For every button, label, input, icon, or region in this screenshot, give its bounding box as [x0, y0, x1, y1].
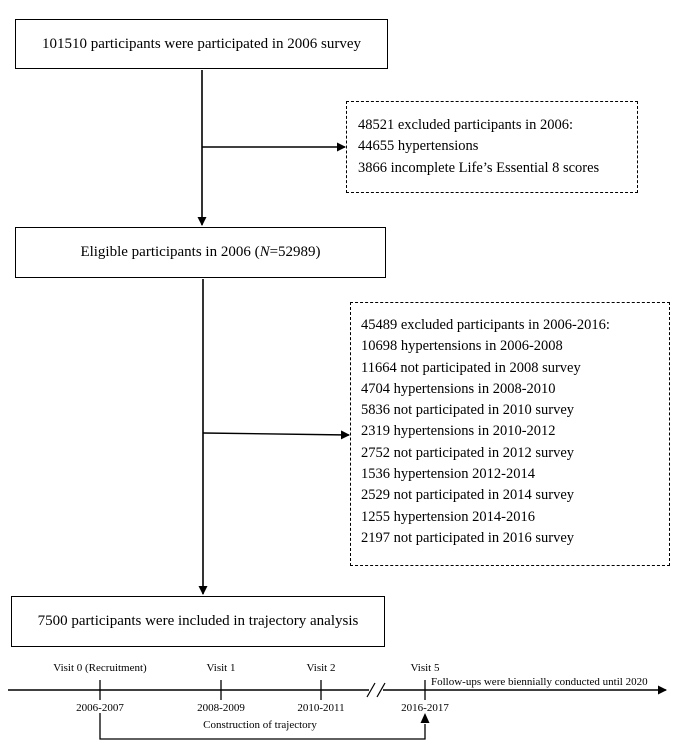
- visit-1-label: Visit 1: [206, 662, 236, 674]
- excluded-2006-2016-line: 2197 not participated in 2016 survey: [361, 529, 575, 546]
- axis-break-gap: [369, 680, 383, 700]
- visit-5-label: Visit 5: [410, 662, 440, 674]
- eligible-suffix: =52989): [269, 244, 321, 260]
- excluded-2006-2016-line: 2319 hypertensions in 2010-2012: [361, 423, 556, 440]
- excluded-2006-2016-line: 4704 hypertensions in 2008-2010: [361, 380, 556, 397]
- construction-bracket: [99, 713, 426, 740]
- excluded-2006-line: 48521 excluded participants in 2006:: [358, 117, 574, 133]
- visit-1-period: 2008-2009: [197, 702, 245, 714]
- construction-label: Construction of trajectory: [203, 719, 317, 731]
- visit-5-period: 2016-2017: [401, 702, 449, 714]
- construction-bracket-arrowhead: [420, 713, 430, 723]
- excluded-2006-line: 44655 hypertensions: [358, 138, 479, 155]
- arrow-to-excluded2: [202, 430, 350, 440]
- excluded-2006-line: 3866 incomplete Life’s Essential 8 score…: [358, 159, 600, 176]
- excluded-2006-2016-line: 2529 not participated in 2014 survey: [361, 487, 575, 504]
- n-symbol: N: [259, 244, 270, 260]
- eligible-prefix: Eligible participants in 2006 (: [80, 244, 260, 260]
- eligible-participants-text: Eligible participants in 2006 (N=52989): [80, 244, 320, 261]
- included-participants-box: 7500 participants were included in traje…: [11, 596, 385, 647]
- total-participants-text: 101510 participants were participated in…: [41, 35, 362, 52]
- excluded-2006-2016-line: 1536 hypertension 2012-2014: [361, 466, 535, 483]
- excluded-2006-2016-box: 45489 excluded participants in 2006-2016…: [350, 302, 670, 566]
- visit-2-label: Visit 2: [306, 662, 336, 674]
- excluded-2006-2016-line: 11664 not participated in 2008 survey: [361, 359, 581, 376]
- excluded-2006-box: 48521 excluded participants in 2006: 446…: [346, 101, 638, 193]
- visit-2-period: 2010-2011: [297, 702, 345, 714]
- excluded-2006-2016-line: 10698 hypertensions in 2006-2008: [361, 338, 563, 355]
- follow-up-note: Follow-ups were biennially conducted unt…: [431, 676, 648, 688]
- axis-break-mark-2: [376, 682, 386, 698]
- excluded-2006-2016-line: 5836 not participated in 2010 survey: [361, 402, 575, 419]
- included-participants-text: 7500 participants were included in traje…: [37, 613, 359, 629]
- visit-0-period: 2006-2007: [76, 702, 124, 714]
- excluded-2006-2016-line: 45489 excluded participants in 2006-2016…: [361, 317, 610, 333]
- eligible-participants-box: Eligible participants in 2006 (N=52989): [15, 227, 386, 278]
- axis-break-mark-1: [366, 682, 376, 698]
- excluded-2006-2016-line: 2752 not participated in 2012 survey: [361, 444, 575, 461]
- visit-0-label: Visit 0 (Recruitment): [53, 662, 147, 674]
- excluded-2006-2016-line: 1255 hypertension 2014-2016: [361, 508, 535, 525]
- total-participants-box: 101510 participants were participated in…: [15, 19, 388, 69]
